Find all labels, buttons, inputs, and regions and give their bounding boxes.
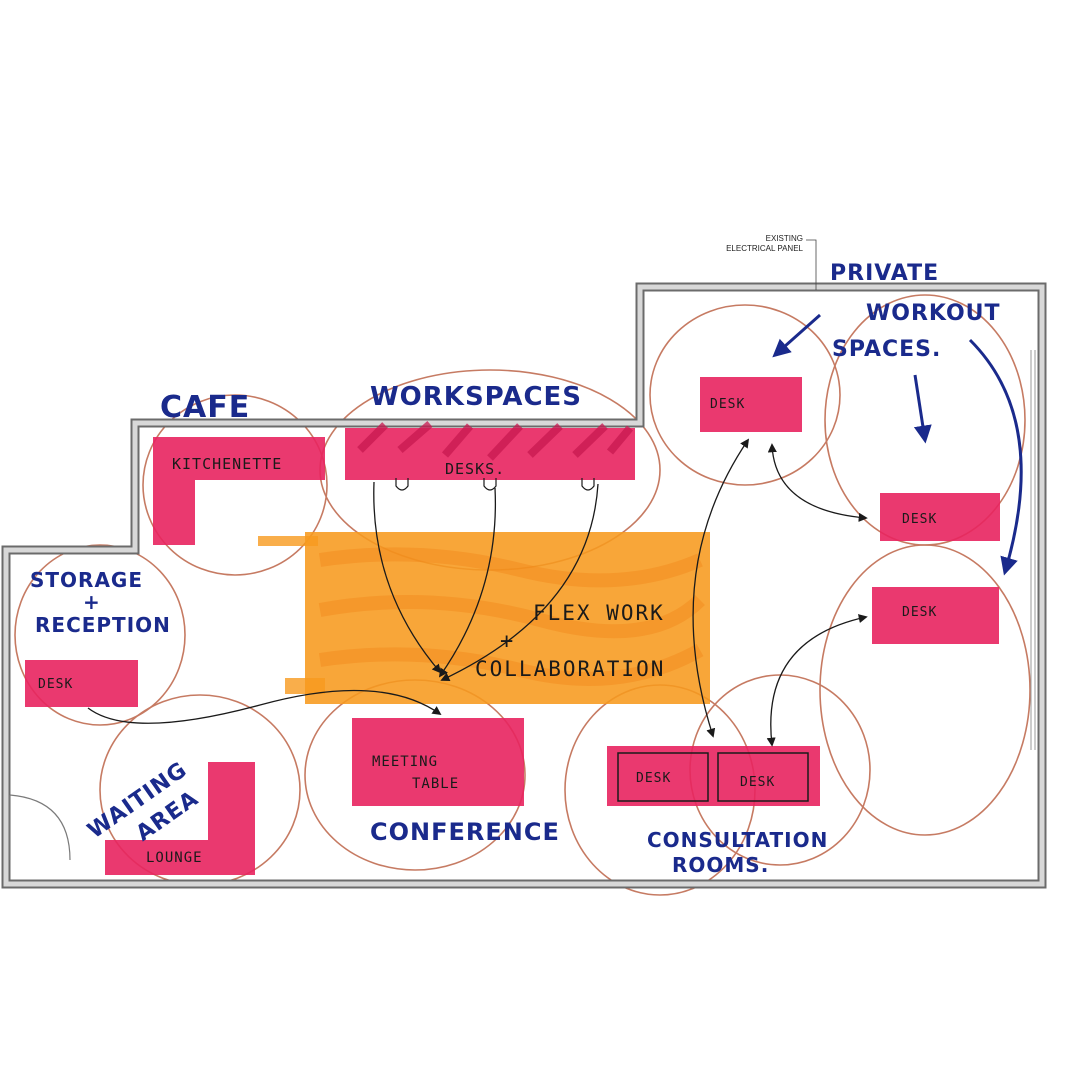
desk-private-top-label: DESK bbox=[710, 397, 745, 412]
annotation-line2: ELECTRICAL PANEL bbox=[726, 244, 803, 253]
zone-label-storage-1: STORAGE bbox=[30, 568, 143, 592]
chair-1 bbox=[395, 478, 409, 491]
meeting-table-label-2: TABLE bbox=[412, 776, 459, 792]
chair-3 bbox=[581, 478, 595, 491]
bubble-storage bbox=[14, 544, 186, 726]
meeting-table-label-1: MEETING bbox=[372, 754, 438, 770]
zone-label-cafe: CAFE bbox=[160, 390, 250, 425]
flex-work-label-3: COLLABORATION bbox=[475, 657, 665, 681]
flex-work-stroke-a bbox=[258, 536, 318, 546]
desk-private-mid bbox=[872, 587, 999, 644]
wall-inner bbox=[3, 284, 1045, 887]
furniture: KITCHENETTE DESKS. DESK DESK DESK DESK L… bbox=[25, 377, 1000, 875]
arrow-desk3-to-flex bbox=[440, 483, 599, 681]
desk-consult-left bbox=[617, 752, 709, 802]
desk-private-top bbox=[700, 377, 802, 432]
zone-label-private-2: WORKOUT bbox=[866, 301, 1001, 326]
arrow-private-top-to-right bbox=[767, 443, 868, 522]
arrow-consult-to-mid bbox=[766, 614, 868, 747]
workspace-desks-label: DESKS. bbox=[445, 460, 505, 478]
walls bbox=[1, 282, 1047, 889]
zone-label-conference: CONFERENCE bbox=[370, 818, 560, 846]
zone-label-private-3: SPACES. bbox=[832, 337, 941, 362]
bubble-cafe bbox=[142, 394, 328, 576]
annotation-line1: EXISTING bbox=[766, 234, 803, 243]
desk-consult-right-label: DESK bbox=[740, 775, 775, 790]
arrow-private-curve bbox=[968, 338, 1023, 576]
zone-label-workspaces: WORKSPACES bbox=[370, 382, 582, 412]
consult-desks-block bbox=[607, 746, 820, 806]
lounge-block bbox=[105, 762, 255, 875]
blue-arrows bbox=[772, 313, 1023, 576]
flex-work-label-1: FLEX WORK bbox=[533, 601, 665, 625]
workspace-desks-hatch bbox=[357, 420, 634, 461]
desk-reception bbox=[25, 660, 138, 707]
arrow-private-down bbox=[913, 374, 932, 444]
flex-work-stroke-b bbox=[285, 678, 325, 694]
zone-labels: CAFE WORKSPACES PRIVATE WORKOUT SPACES. … bbox=[30, 261, 1001, 877]
arrow-private-left bbox=[772, 313, 821, 358]
kitchenette-label: KITCHENETTE bbox=[172, 455, 282, 473]
desk-private-right-label: DESK bbox=[902, 512, 937, 527]
arrow-desk2-to-flex bbox=[438, 487, 497, 678]
arrow-desk1-to-flex bbox=[373, 481, 442, 674]
flex-work-area: FLEX WORK + COLLABORATION bbox=[258, 532, 710, 704]
electrical-panel-annotation: EXISTING ELECTRICAL PANEL bbox=[726, 234, 817, 290]
meeting-table bbox=[352, 718, 524, 806]
lounge-label: LOUNGE bbox=[146, 850, 203, 866]
zone-label-storage-3: RECEPTION bbox=[35, 613, 171, 637]
zone-label-consult-2: ROOMS. bbox=[672, 853, 769, 877]
flex-work-fill bbox=[305, 532, 710, 704]
desk-reception-label: DESK bbox=[38, 677, 73, 692]
arrow-reception-to-conference bbox=[87, 689, 442, 724]
door-swing bbox=[9, 794, 71, 861]
zone-label-private-1: PRIVATE bbox=[830, 261, 939, 286]
desk-consult-right bbox=[717, 752, 809, 802]
flow-arrows bbox=[87, 438, 868, 747]
desk-private-mid-label: DESK bbox=[902, 605, 937, 620]
zone-label-storage-2: + bbox=[83, 590, 101, 614]
zone-label-consult-1: CONSULTATION bbox=[647, 828, 828, 852]
annotation-leader bbox=[806, 239, 817, 290]
desk-consult-left-label: DESK bbox=[636, 771, 671, 786]
kitchenette-block bbox=[153, 437, 325, 545]
desk-private-right bbox=[880, 493, 1000, 541]
chair-2 bbox=[483, 478, 497, 491]
arrow-consult-to-private bbox=[692, 438, 750, 738]
